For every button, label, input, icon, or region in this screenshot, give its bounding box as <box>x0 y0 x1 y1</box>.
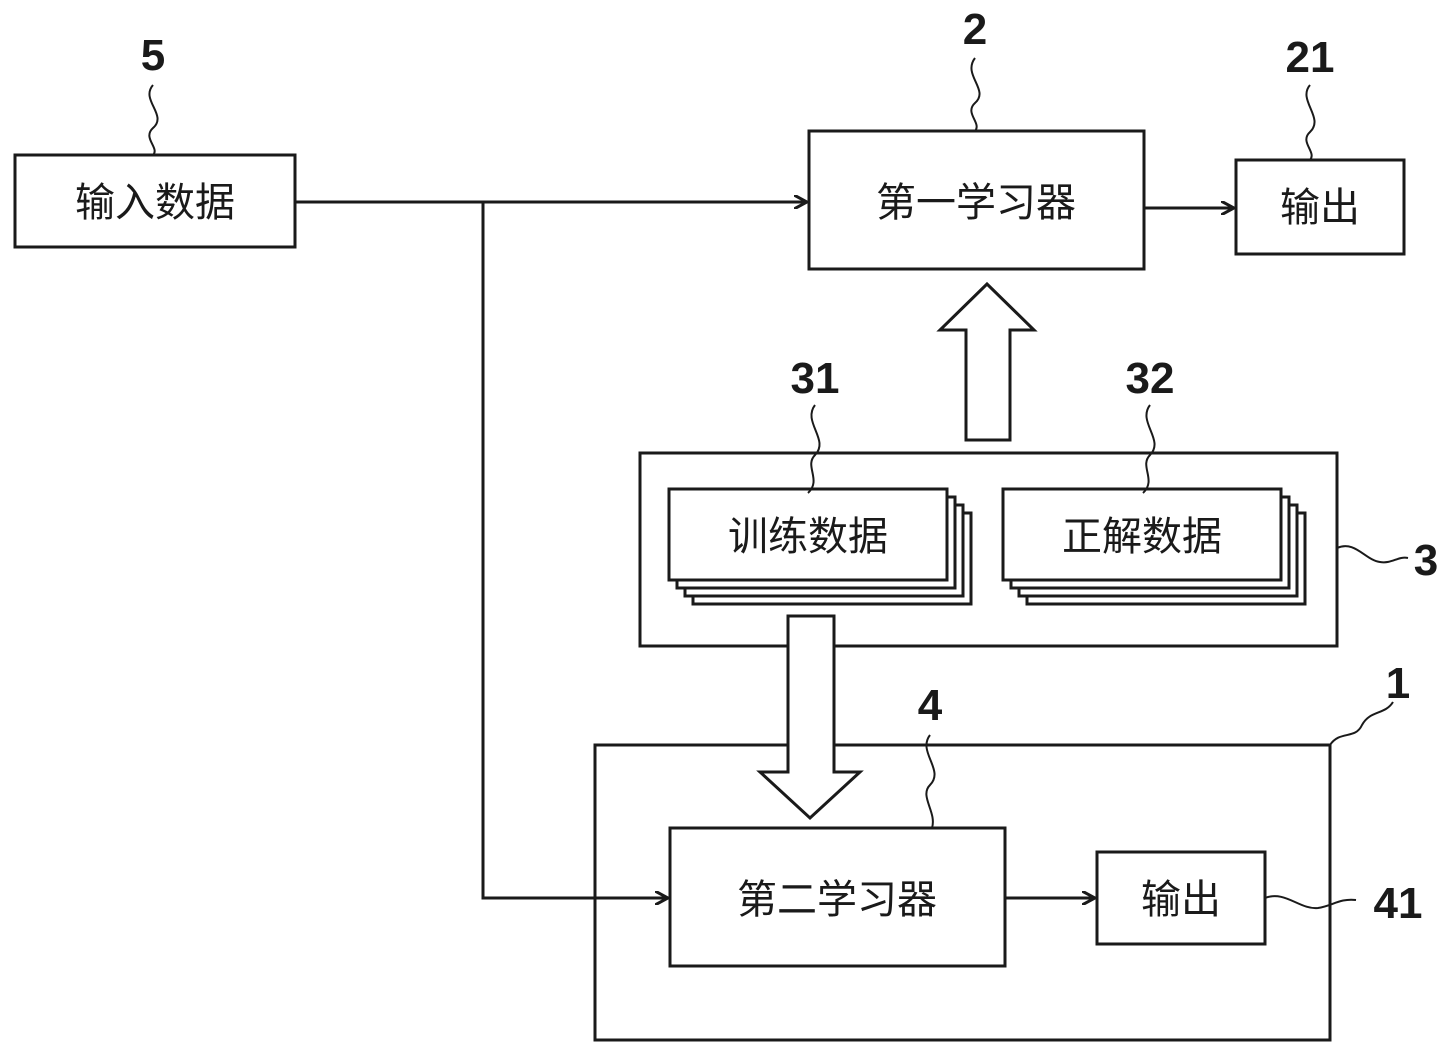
training-data-stack: 训练数据 <box>667 487 973 606</box>
leader-1 <box>1329 701 1394 746</box>
leader-31 <box>807 404 821 494</box>
leader-41 <box>1264 895 1357 910</box>
second-output-box: 输出 <box>1095 850 1267 946</box>
ref-2: 2 <box>963 5 987 54</box>
training-data-label: 训练数据 <box>728 514 888 560</box>
leader-3 <box>1336 545 1409 564</box>
first-output-box: 输出 <box>1234 158 1406 256</box>
leader-32 <box>1142 404 1156 494</box>
leader-2 <box>970 57 981 132</box>
leader-4 <box>925 734 936 829</box>
ref-41: 41 <box>1374 879 1423 928</box>
ref-3: 3 <box>1414 536 1438 585</box>
first-learner-label: 第一学习器 <box>876 180 1076 226</box>
training-up-block-arrow <box>936 281 1038 442</box>
second-learner-box: 第二学习器 <box>668 826 1007 968</box>
first-output-label: 输出 <box>1280 185 1360 231</box>
correct-data-label: 正解数据 <box>1062 514 1222 560</box>
input-data-box: 输入数据 <box>13 153 297 249</box>
leader-21 <box>1305 84 1316 161</box>
ref-31: 31 <box>791 354 840 403</box>
input-to-second-learner-arrow <box>481 202 667 898</box>
second-learner-label: 第二学习器 <box>737 877 937 923</box>
ref-4: 4 <box>918 681 943 730</box>
ref-21: 21 <box>1286 33 1335 82</box>
ref-5: 5 <box>141 31 165 80</box>
correct-data-stack: 正解数据 <box>1001 487 1307 606</box>
ref-32: 32 <box>1126 354 1175 403</box>
second-output-label: 输出 <box>1141 877 1221 923</box>
training-down-block-arrow <box>756 614 864 821</box>
ref-1: 1 <box>1386 659 1410 708</box>
first-learner-box: 第一学习器 <box>807 129 1146 271</box>
leader-5 <box>148 84 159 156</box>
input-data-label: 输入数据 <box>75 180 235 226</box>
